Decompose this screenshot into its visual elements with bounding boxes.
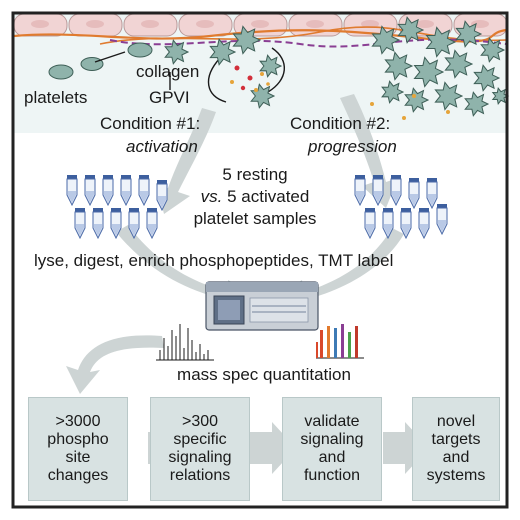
tube [102, 175, 114, 207]
gpvi-label: GPVI [149, 88, 190, 107]
samples-line-2: vs. 5 activated [201, 187, 310, 206]
step-1-line-2: phospho [47, 431, 109, 448]
cell-nucleus [416, 20, 434, 28]
activated-platelet [384, 51, 414, 81]
step-4-line-1: novel [436, 413, 476, 430]
tube [354, 175, 366, 207]
collagen-label: collagen [136, 62, 200, 81]
activated-platelet [491, 87, 510, 105]
step-box-novel-targets: novel targets and systems [412, 397, 500, 501]
tube [372, 175, 384, 207]
step-4-line-2: targets [431, 431, 481, 448]
tube [408, 178, 420, 210]
condition2-title: Condition #2: [290, 114, 391, 133]
step-2-line-3: signaling [168, 449, 232, 466]
samples-line-3: platelet samples [193, 209, 317, 228]
activated-platelet [413, 56, 445, 88]
tmt-reporter-spectrum [316, 324, 364, 359]
step-2-line-1: >300 [181, 413, 219, 430]
samples-line-1: 5 resting [222, 165, 288, 184]
activated-label: 5 activated [222, 187, 310, 206]
activated-platelet [381, 80, 405, 104]
resting-platelets [48, 42, 153, 80]
figure-border [11, 11, 509, 509]
step-box-phosphosite-changes: >3000 phospho site changes [28, 397, 128, 501]
tube [400, 208, 412, 240]
cell-nucleus [306, 20, 324, 28]
tube [418, 208, 430, 240]
vs-label: vs. [200, 187, 223, 206]
step-3-line-1: validate [304, 413, 360, 430]
released-granules [230, 65, 450, 120]
condition2-subtitle: progression [308, 137, 397, 156]
tube [364, 208, 376, 240]
tube [84, 175, 96, 207]
step-box-signaling-relations: >300 specific signaling relations [150, 397, 250, 501]
tube [120, 175, 132, 207]
step-1-line-4: changes [47, 467, 109, 484]
tube [110, 208, 122, 240]
activated-platelet [473, 64, 501, 92]
cell-nucleus [361, 20, 379, 28]
step-3-line-4: function [303, 467, 361, 484]
condition1-title: Condition #1: [100, 114, 201, 133]
step-3-line-3: and [318, 449, 346, 466]
step-1-line-1: >3000 [55, 413, 101, 430]
activated-platelet [259, 54, 283, 78]
tube [390, 175, 402, 207]
mass-spec-label: mass spec quantitation [177, 365, 351, 384]
tube [426, 178, 438, 210]
activated-platelet [371, 25, 401, 55]
tube [382, 208, 394, 240]
activated-platelet [397, 16, 425, 44]
activated-platelet [434, 81, 464, 111]
tube [146, 208, 158, 240]
sample-tubes [66, 175, 448, 240]
condition1-subtitle: activation [126, 137, 198, 156]
ms1-spectrum [156, 324, 214, 361]
process-label: lyse, digest, enrich phosphopeptides, TM… [34, 251, 394, 270]
activated-platelet [232, 25, 262, 55]
cell-nucleus [196, 20, 214, 28]
tube [128, 208, 140, 240]
activated-platelet [209, 38, 237, 66]
tube [66, 175, 78, 207]
activated-platelet [455, 20, 483, 48]
collagen-fiber-purple [109, 38, 507, 48]
activated-platelet [444, 49, 474, 79]
tube [156, 180, 168, 212]
step-1-line-3: site [65, 449, 91, 466]
step-2-line-4: relations [169, 467, 231, 484]
step-4-line-3: and [442, 449, 470, 466]
tube [92, 208, 104, 240]
step-box-validate: validate signaling and function [282, 397, 382, 501]
step-3-line-2: signaling [300, 431, 364, 448]
activated-platelet [480, 37, 506, 63]
platelets-label: platelets [24, 88, 88, 107]
cell-nucleus [86, 20, 104, 28]
activation-arrows [94, 47, 286, 103]
cell-nucleus [251, 20, 269, 28]
cell-nucleus [31, 20, 49, 28]
step-4-line-4: systems [426, 467, 486, 484]
tube [74, 208, 86, 240]
mass-spectrometer [205, 281, 319, 331]
endothelial-cell-layer [13, 13, 508, 37]
activated-platelet [425, 26, 457, 58]
activated-platelet [404, 87, 430, 113]
step-2-line-2: specific [173, 431, 227, 448]
activated-platelet [464, 91, 490, 117]
activated-platelet [250, 83, 276, 109]
activated-platelet [164, 39, 190, 65]
tube [138, 175, 150, 207]
tube [436, 204, 448, 236]
activated-platelets [164, 16, 510, 117]
cell-nucleus [141, 20, 159, 28]
